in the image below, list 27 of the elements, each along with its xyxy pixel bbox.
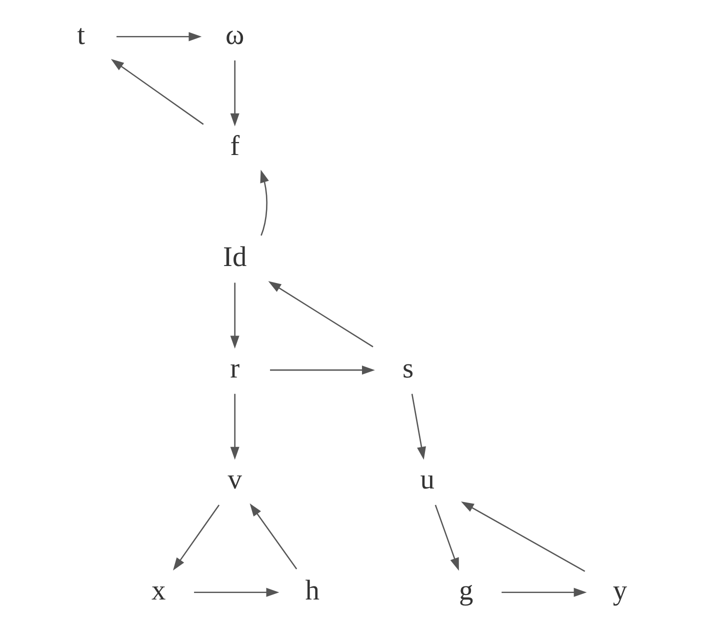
arrow: [461, 501, 586, 572]
node-text: Id: [223, 242, 247, 274]
node-text: g: [459, 576, 474, 607]
arrow: [250, 503, 298, 570]
arrow: [230, 60, 240, 126]
arrow: [268, 281, 374, 348]
arrow: [194, 588, 280, 597]
node-text: h: [305, 576, 320, 607]
arrow: [502, 588, 587, 597]
node-text: ω: [225, 20, 244, 51]
arrow: [270, 366, 375, 375]
node-text: y: [612, 576, 628, 607]
arrow: [260, 170, 269, 236]
node-text: f: [230, 131, 240, 162]
node-text: t: [77, 20, 86, 51]
node-text: x: [151, 576, 166, 607]
arrow: [173, 504, 220, 571]
arrow: [110, 59, 204, 125]
arrow: [434, 504, 459, 571]
node-text: s: [402, 353, 414, 384]
arrow: [230, 394, 240, 460]
node-text: u: [420, 464, 434, 496]
node-text: v: [228, 464, 242, 496]
arrow: [116, 32, 202, 42]
arrow: [411, 394, 426, 460]
node-text: r: [230, 353, 240, 384]
arrow: [230, 282, 240, 349]
